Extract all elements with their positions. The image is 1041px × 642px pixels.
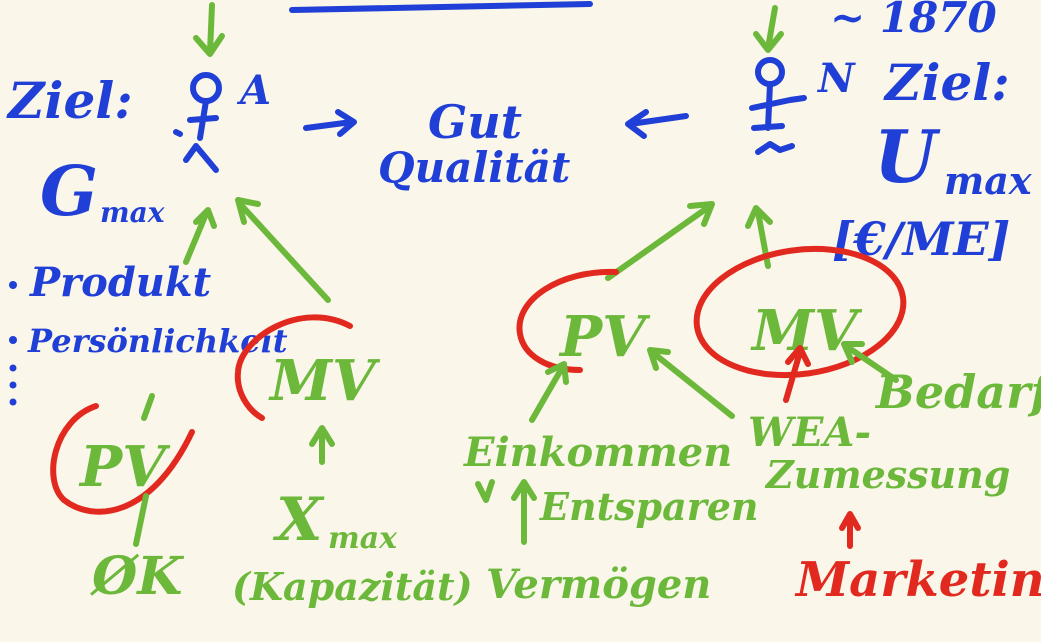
left-mv-circle bbox=[234, 314, 353, 421]
left-list-item-2: Persönlichkeit bbox=[27, 322, 288, 360]
weighting-to-pv-arrow bbox=[647, 347, 735, 419]
income-to-pv-arrow bbox=[529, 361, 569, 423]
bullet-2 bbox=[9, 336, 17, 344]
top-left-arrow bbox=[193, 2, 225, 57]
left-mv: MV bbox=[268, 348, 381, 414]
left-pv-arrow bbox=[133, 493, 149, 547]
left-arrow-to-goal-1 bbox=[183, 207, 217, 265]
income-y-mark bbox=[475, 479, 495, 503]
left-pv: PV bbox=[78, 434, 171, 500]
right-pv-circle bbox=[516, 268, 619, 373]
income: Einkommen bbox=[463, 429, 732, 476]
right-actor-figure bbox=[749, 57, 807, 155]
top-underline bbox=[289, 1, 593, 13]
left-pv-source: ØK bbox=[90, 546, 184, 607]
right-pv-arrow-to-goal bbox=[605, 201, 715, 281]
weighting-to-mv-arrow bbox=[783, 345, 811, 403]
right-mv: MV bbox=[750, 298, 863, 364]
right-goal-value: U bbox=[874, 114, 941, 199]
need: Bedarf bbox=[874, 365, 1041, 419]
right-goal-label: Ziel: bbox=[883, 53, 1010, 112]
marketing-arrow bbox=[839, 511, 861, 549]
saving: Entsparen bbox=[539, 484, 759, 529]
left-goal-label: Ziel: bbox=[6, 71, 133, 130]
left-pv-tick bbox=[141, 393, 155, 421]
right-actor-letter: N bbox=[816, 55, 856, 102]
left-pv-circle bbox=[50, 403, 195, 515]
left-to-center-arrow bbox=[303, 109, 357, 137]
left-mv-source-note: (Kapazität) bbox=[232, 564, 473, 609]
list-continuation-dots bbox=[9, 364, 17, 406]
weighting-line2: Zumessung bbox=[764, 452, 1010, 497]
weighting-line1: WEA- bbox=[748, 409, 871, 456]
left-list-item-1: Produkt bbox=[29, 259, 212, 306]
center-line2: Qualität bbox=[378, 143, 570, 192]
assets: Vermögen bbox=[486, 561, 711, 608]
need-to-mv-arrow bbox=[841, 341, 899, 383]
saving-arrow bbox=[511, 479, 537, 545]
left-actor-letter: A bbox=[236, 67, 271, 114]
left-arrow-to-goal-2 bbox=[235, 197, 331, 303]
right-mv-circle bbox=[693, 245, 907, 379]
left-mv-source-sub: max bbox=[328, 521, 398, 556]
right-goal-sub: max bbox=[944, 158, 1033, 203]
right-pv: PV bbox=[558, 304, 651, 370]
top-right-note: ~ 1870 bbox=[830, 0, 997, 42]
left-mv-arrow bbox=[309, 425, 335, 465]
left-actor-figure bbox=[173, 72, 222, 173]
left-goal-value: G bbox=[40, 152, 98, 232]
left-goal-sub: max bbox=[100, 196, 165, 229]
right-to-center-arrow bbox=[625, 109, 689, 139]
center-line1: Gut bbox=[428, 95, 522, 149]
bullet-1 bbox=[9, 281, 17, 289]
left-mv-source: X bbox=[272, 485, 325, 555]
marketing: Marketing bbox=[794, 552, 1041, 608]
top-right-arrow bbox=[753, 5, 784, 53]
